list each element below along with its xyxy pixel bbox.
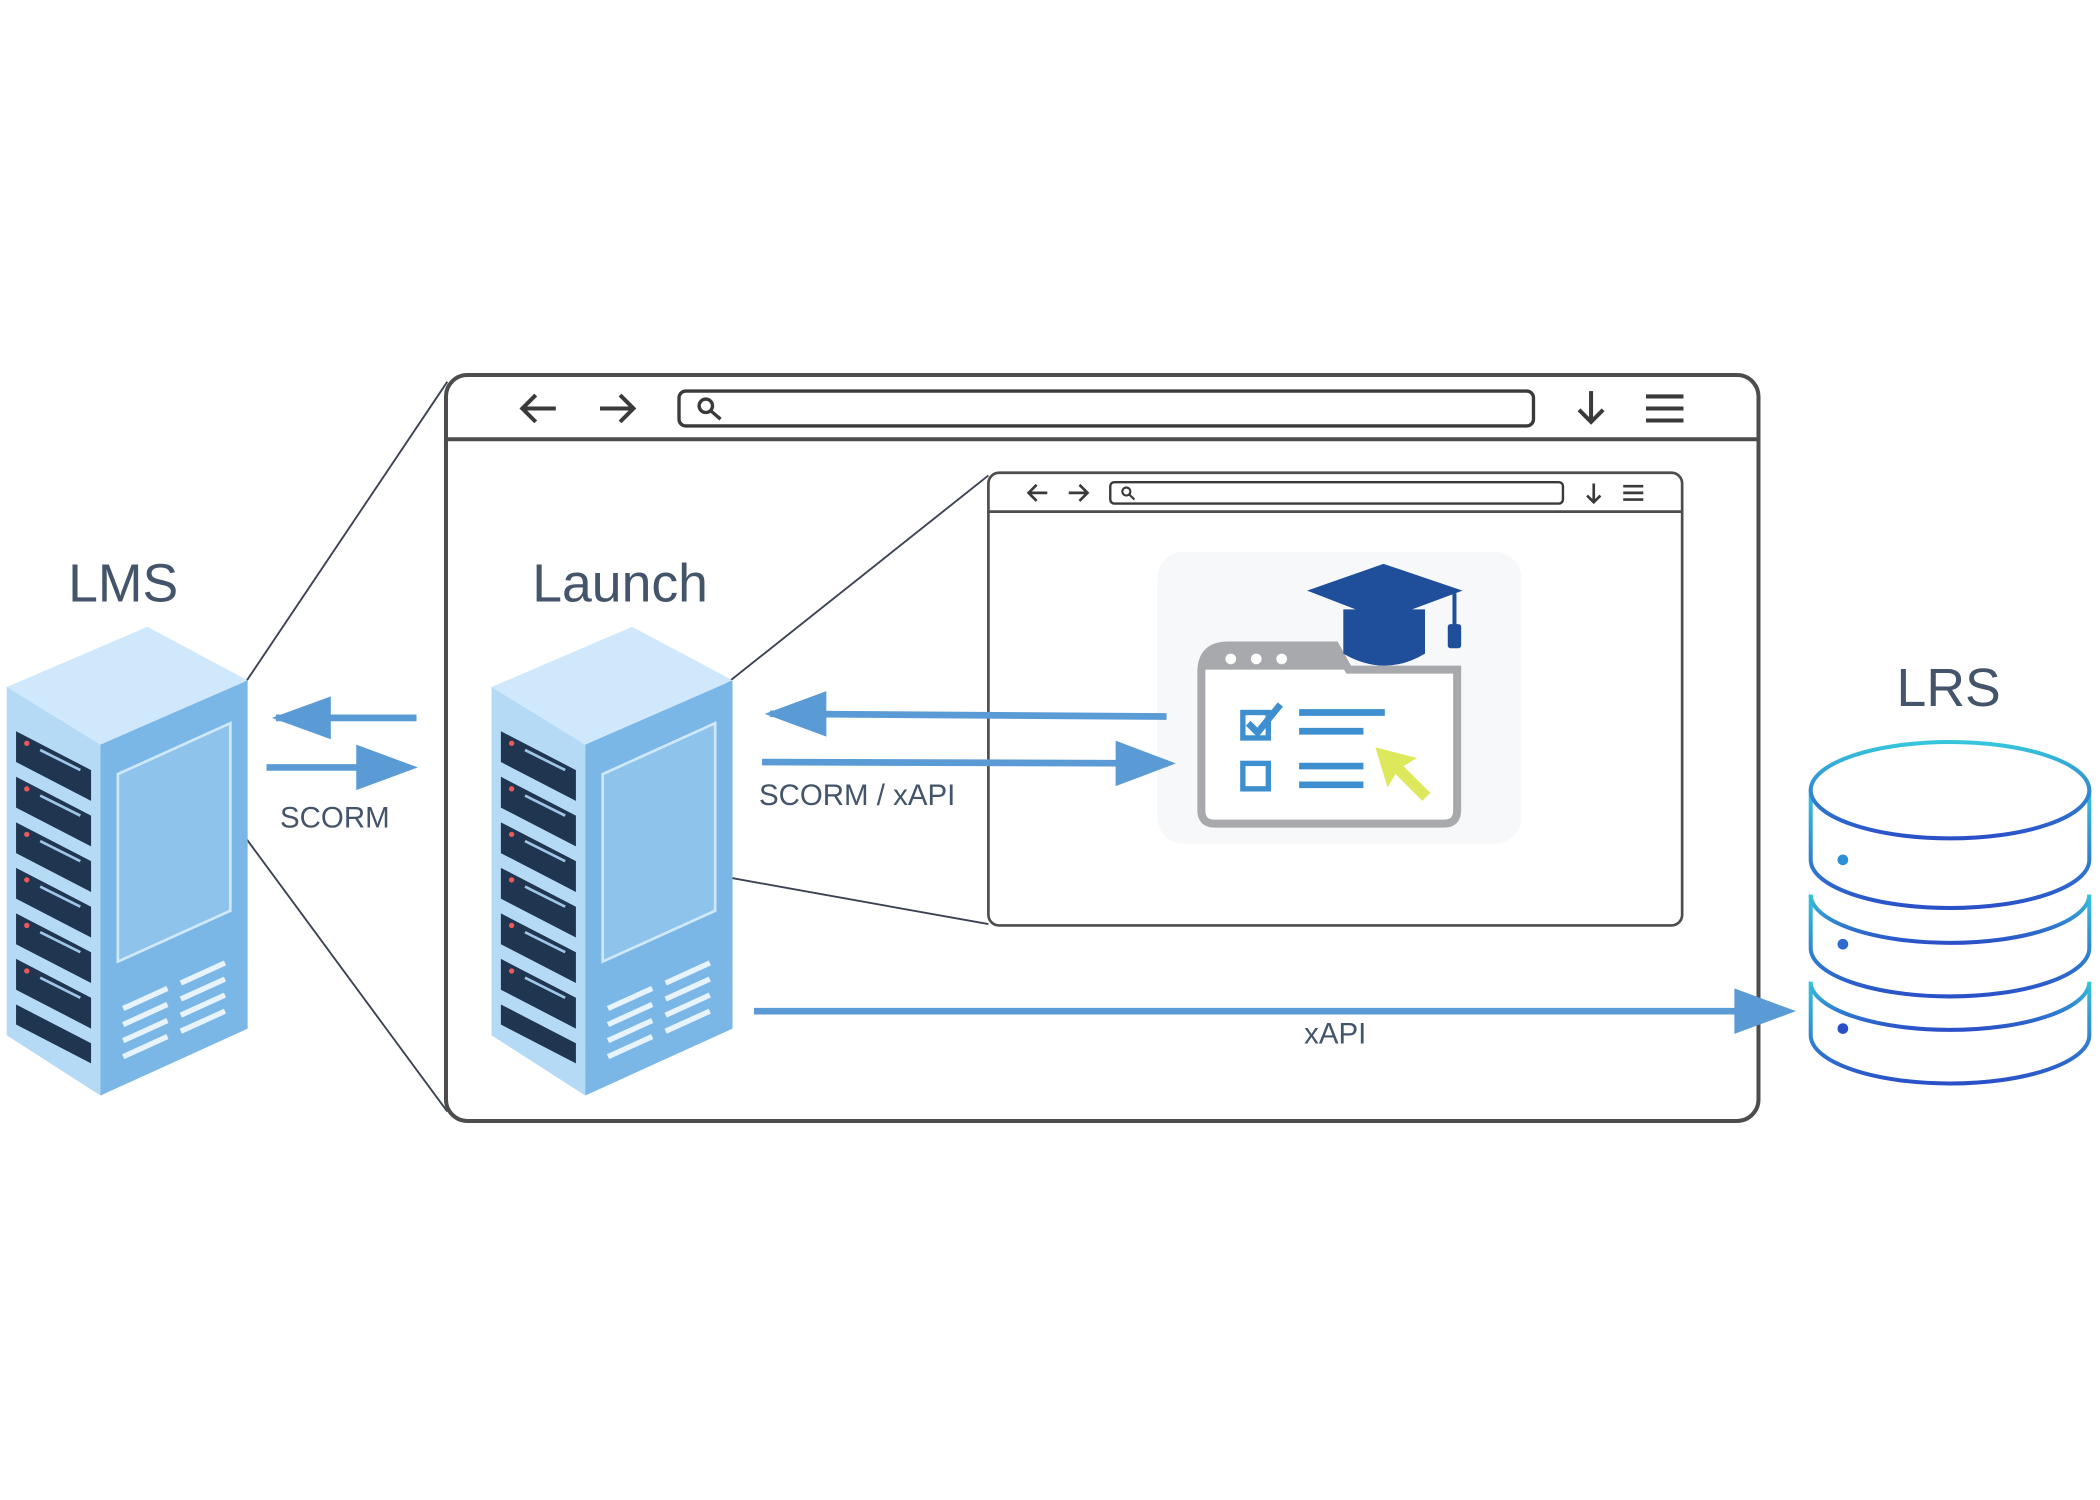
graduation-cap-icon [1307, 563, 1463, 666]
lrs-database [1808, 739, 2092, 1086]
launch-label: Launch [532, 554, 708, 613]
forward-arrow-icon[interactable] [600, 393, 637, 424]
xapi-label: xAPI [1304, 1017, 1366, 1050]
checkbox-checked-icon [1240, 702, 1283, 741]
zoom-line [727, 876, 989, 926]
arrow-launch-to-course [762, 740, 1176, 787]
menu-icon[interactable] [1623, 484, 1644, 501]
checkbox-empty-icon [1240, 760, 1271, 792]
scorm-xapi-label: SCORM / xAPI [759, 779, 955, 812]
zoom-line [726, 474, 989, 684]
back-arrow-icon[interactable] [519, 393, 556, 424]
arrow-course-to-launch [764, 691, 1167, 737]
lms-label: LMS [68, 554, 178, 613]
search-icon [1121, 486, 1136, 501]
lms-server [7, 627, 248, 1096]
arrow-launch-to-lms [271, 696, 417, 740]
download-icon[interactable] [1586, 483, 1602, 505]
address-bar[interactable] [677, 389, 1536, 428]
forward-arrow-icon[interactable] [1068, 483, 1090, 502]
zoom-line [244, 836, 449, 1113]
menu-icon[interactable] [1645, 394, 1684, 423]
cursor-icon [1375, 747, 1431, 801]
download-icon[interactable] [1577, 391, 1605, 425]
arrow-lms-to-launch [266, 744, 418, 791]
lrs-label: LRS [1897, 659, 2001, 718]
launch-server [492, 627, 733, 1096]
back-arrow-icon[interactable] [1026, 483, 1048, 502]
course-content [1157, 551, 1522, 844]
search-icon [697, 397, 722, 421]
address-bar[interactable] [1109, 480, 1565, 505]
zoom-line [244, 381, 449, 684]
scorm-label: SCORM [280, 802, 390, 835]
arrow-launch-to-lrs [754, 988, 1796, 1034]
